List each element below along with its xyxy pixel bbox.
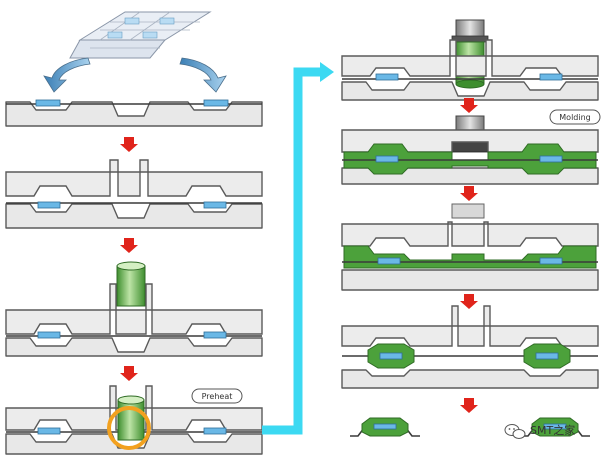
resin-pellet — [116, 261, 146, 307]
heated-pellet — [117, 395, 145, 441]
finished-package — [520, 417, 590, 437]
step-7-cure — [341, 203, 599, 291]
die-chip — [373, 423, 397, 430]
load-arrow-left — [43, 57, 91, 93]
die-chip — [203, 427, 227, 435]
step-8-open-mold — [341, 305, 599, 389]
lead-frame-strip — [69, 11, 212, 59]
step-6-molding: Molding — [341, 109, 601, 185]
die-chip — [539, 155, 563, 163]
die-chip — [37, 331, 61, 339]
die-chip — [37, 201, 61, 209]
step-arrow — [120, 137, 138, 152]
plunger-tip — [451, 203, 485, 219]
top-mold — [5, 159, 263, 197]
die-chip — [379, 352, 403, 360]
svg-text:Molding: Molding — [559, 113, 590, 122]
molding-label: Molding — [549, 109, 601, 125]
bottom-mold — [5, 203, 263, 229]
plunger — [451, 19, 489, 43]
top-mold — [341, 221, 599, 247]
die-chip — [203, 99, 229, 107]
bottom-mold — [341, 81, 599, 101]
watermark-text: SMT之家 — [530, 423, 575, 437]
wechat-icon — [504, 424, 526, 439]
step-arrow — [460, 186, 478, 201]
die-chip — [35, 99, 61, 107]
watermark: SMT之家 — [504, 423, 575, 439]
die-chip — [203, 331, 227, 339]
step-2-close-mold — [5, 159, 263, 229]
flow-connector-arrow — [262, 62, 334, 435]
load-arrow-right — [179, 57, 227, 93]
die-chip — [203, 201, 227, 209]
step-3-insert-pellet — [5, 261, 263, 357]
bottom-mold — [5, 337, 263, 357]
finished-package — [350, 417, 420, 437]
die-chip — [37, 427, 61, 435]
step-arrow — [120, 238, 138, 253]
die-chip — [539, 257, 563, 265]
molded-compound — [342, 245, 598, 269]
molded-package-strip — [342, 343, 598, 369]
die-chip — [543, 423, 567, 430]
top-mold — [5, 283, 263, 335]
step-arrow — [460, 98, 478, 113]
step-5-transfer — [341, 19, 599, 101]
bottom-mold — [341, 269, 599, 291]
step-arrow — [460, 294, 478, 309]
die-chip — [375, 73, 399, 81]
bottom-mold — [341, 369, 599, 389]
top-mold — [341, 305, 599, 347]
step-4-preheat: Preheat — [5, 385, 263, 455]
step-1-load-leadframe — [5, 11, 263, 127]
die-chip — [535, 352, 559, 360]
svg-text:Preheat: Preheat — [202, 392, 233, 401]
step-9-finished-packages — [350, 417, 590, 437]
preheat-ring — [107, 406, 151, 450]
preheat-label: Preheat — [191, 388, 243, 404]
bottom-mold — [5, 99, 263, 127]
top-mold — [341, 39, 599, 77]
step-arrow — [460, 398, 478, 413]
die-chip — [375, 155, 399, 163]
molded-compound — [342, 143, 598, 175]
die-chip — [377, 257, 401, 265]
step-arrow — [120, 366, 138, 381]
die-chip — [539, 73, 563, 81]
